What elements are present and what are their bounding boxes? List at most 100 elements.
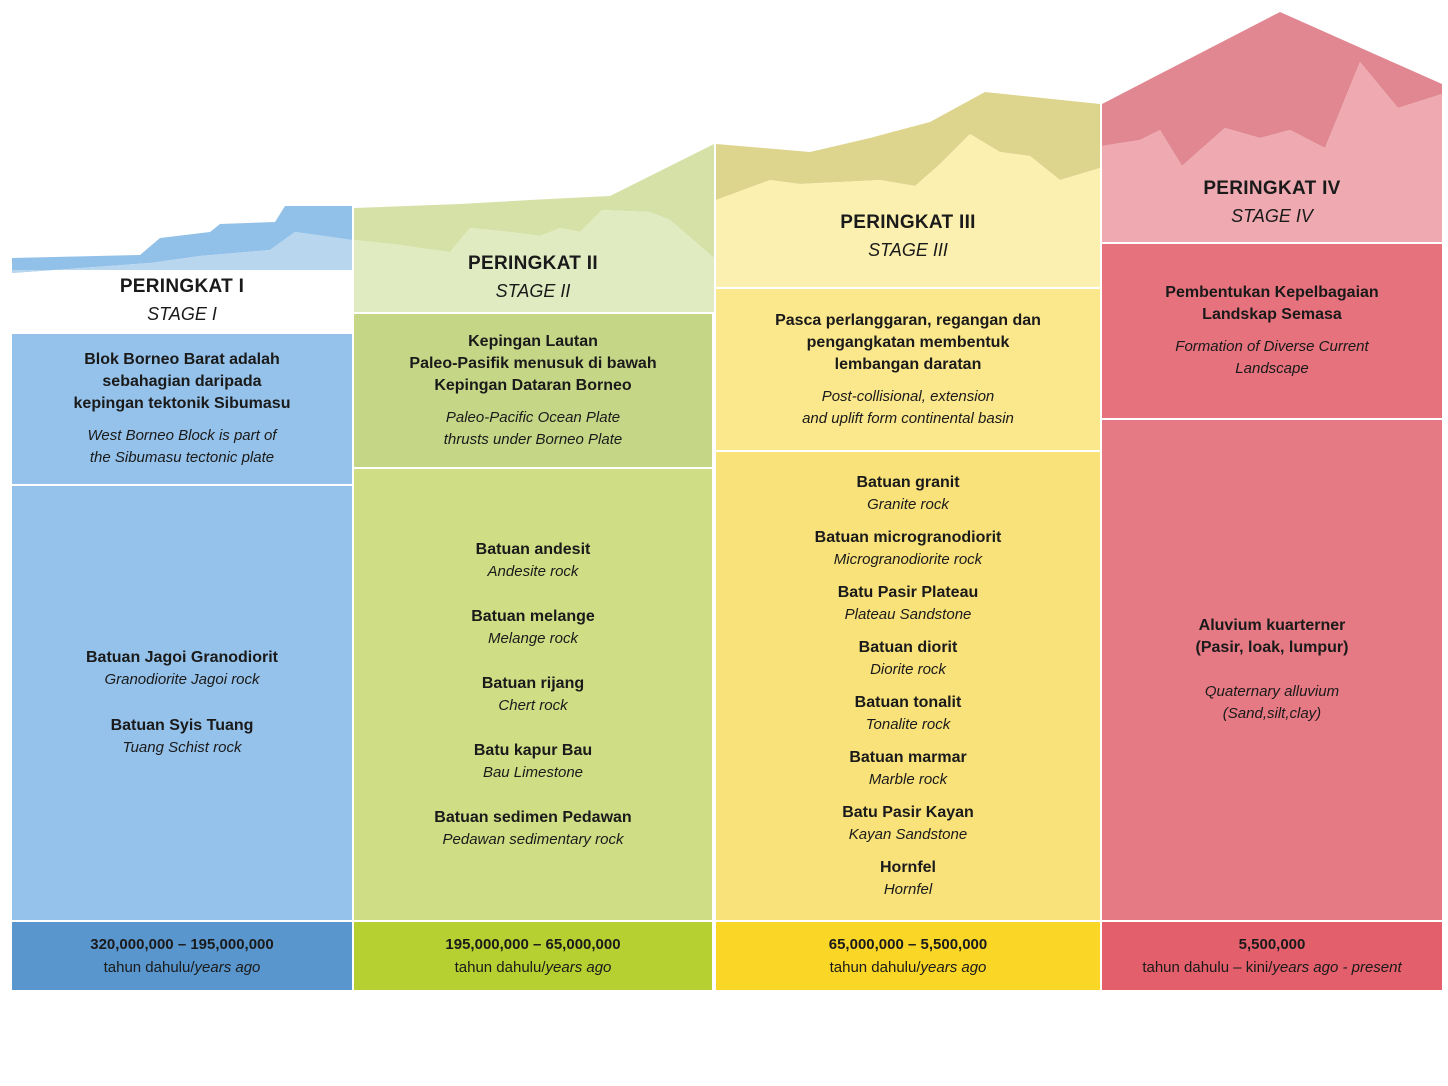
stage-2-peak-light — [354, 210, 714, 312]
stage-2-peak-dark — [354, 144, 714, 258]
stage-4-description-panel: Pembentukan Kepelbagaian Landskap Semasa… — [1102, 244, 1442, 418]
rock-name-en: Kayan Sandstone — [848, 825, 968, 843]
time-unit-en: years ago — [920, 959, 987, 976]
stage-3-title: PERINGKAT III — [840, 211, 976, 233]
stage-4-peak-light — [1102, 62, 1442, 242]
rock-name: Batuan melange — [471, 607, 595, 625]
stage-1-peak-light — [12, 232, 352, 273]
rock-name-en: Quaternary alluvium (Sand,silt,clay) — [1204, 683, 1340, 722]
rock-name: Batuan andesit — [475, 540, 591, 558]
rock-name-en: Pedawan sedimentary rock — [442, 830, 624, 848]
time-unit-ms: tahun dahulu/ — [103, 959, 195, 976]
rock-name: Batuan marmar — [849, 748, 967, 766]
rock-name: Batuan tonalit — [854, 693, 962, 711]
stage-3-header: PERINGKAT III STAGE III — [716, 196, 1100, 276]
rock-name-en: Granite rock — [867, 495, 949, 513]
stage-3-time-panel: 65,000,000 – 5,500,000 tahun dahulu/years… — [716, 922, 1100, 990]
stage-4-header: PERINGKAT IV STAGE IV — [1102, 170, 1442, 234]
stage-3-title-en: STAGE III — [868, 239, 948, 260]
stage-1-title-en: STAGE I — [147, 303, 217, 324]
stage-2-description-en: Paleo-Pacific Ocean Plate thrusts under … — [443, 408, 623, 448]
rock-name-en: Bau Limestone — [482, 763, 584, 781]
rock-name: Batu kapur Bau — [473, 741, 593, 759]
stage-1-peak-dark — [12, 206, 352, 273]
stage-2-title-en: STAGE II — [495, 280, 571, 301]
time-unit-ms: tahun dahulu – kini/ — [1142, 959, 1273, 976]
rock-name-en: Tonalite rock — [865, 715, 951, 733]
stage-3-peak-dark — [716, 92, 1100, 200]
stage-2-time-unit: tahun dahulu/years ago — [455, 956, 612, 979]
time-unit-ms: tahun dahulu/ — [829, 959, 921, 976]
rock-name: Batuan diorit — [858, 638, 958, 656]
stage-4-title-en: STAGE IV — [1231, 205, 1313, 226]
stage-4-time-range: 5,500,000 — [1238, 936, 1306, 953]
stage-2-header: PERINGKAT II STAGE II — [354, 244, 712, 310]
stage-3-description-panel: Pasca perlanggaran, regangan dan pengang… — [716, 289, 1100, 450]
stage-2-time-range: 195,000,000 – 65,000,000 — [445, 936, 621, 953]
stage-3-description: Pasca perlanggaran, regangan dan pengang… — [775, 311, 1041, 373]
rock-name-en: Marble rock — [868, 770, 948, 788]
rock-name: Batu Pasir Plateau — [837, 583, 979, 601]
rock-name-en: Plateau Sandstone — [844, 605, 972, 623]
stage-3-time-range: 65,000,000 – 5,500,000 — [828, 936, 988, 953]
stage-4-time-unit: tahun dahulu – kini/years ago - present — [1142, 956, 1401, 979]
stage-1-header: PERINGKAT I STAGE I — [12, 270, 352, 330]
rock-name-en: Tuang Schist rock — [122, 739, 242, 756]
time-unit-en: years ago — [545, 959, 612, 976]
rock-name-en: Andesite rock — [487, 562, 579, 580]
stage-3-time-unit: tahun dahulu/years ago — [830, 956, 987, 979]
stage-3-description-en: Post-collisional, extension and uplift f… — [802, 387, 1014, 427]
rock-name-en: Diorite rock — [870, 660, 946, 678]
stage-1-time-panel: 320,000,000 – 195,000,000 tahun dahulu/ye… — [12, 922, 352, 990]
stage-1-time-unit: tahun dahulu/years ago — [104, 956, 261, 979]
stage-1-time-range: 320,000,000 – 195,000,000 — [90, 936, 274, 953]
rock-name: Batuan Syis Tuang — [110, 717, 254, 734]
stage-1-description-en: West Borneo Block is part of the Sibumas… — [87, 427, 277, 466]
rock-name: Batuan rijang — [481, 674, 585, 692]
stage-1-description-panel: Blok Borneo Barat adalah sebahagian dari… — [12, 334, 352, 484]
rock-name: Batuan microgranodiorit — [814, 528, 1002, 546]
stage-2-description: Kepingan Lautan Paleo-Pasifik menusuk di… — [409, 332, 657, 394]
stage-4-title: PERINGKAT IV — [1203, 177, 1341, 199]
rock-name-en: Hornfel — [883, 880, 933, 898]
rock-name: Aluvium kuarterner (Pasir, loak, lumpur) — [1195, 617, 1349, 656]
stage-1-description: Blok Borneo Barat adalah sebahagian dari… — [73, 351, 291, 412]
stage-4-description-en: Formation of Diverse Current Landscape — [1175, 338, 1369, 377]
rock-name: Hornfel — [880, 858, 936, 876]
rock-name-en: Granodiorite Jagoi rock — [104, 671, 260, 688]
stage-4-rocks-panel: Aluvium kuarterner (Pasir, loak, lumpur)… — [1102, 420, 1442, 920]
stage-1-title: PERINGKAT I — [119, 275, 245, 297]
stage-4-time-panel: 5,500,000 tahun dahulu – kini/years ago -… — [1102, 922, 1442, 990]
rock-name: Batuan granit — [856, 473, 960, 491]
rock-name: Batuan Jagoi Granodiorit — [85, 649, 278, 666]
time-unit-en: years ago - present — [1272, 959, 1402, 976]
rock-name-en: Microgranodiorite rock — [833, 550, 983, 568]
rock-name: Batu Pasir Kayan — [842, 803, 974, 821]
stage-2-description-panel: Kepingan Lautan Paleo-Pasifik menusuk di… — [354, 314, 712, 467]
stage-4-peak-dark — [1102, 12, 1442, 166]
rock-name: Batuan sedimen Pedawan — [434, 808, 632, 826]
stage-2-title: PERINGKAT II — [468, 252, 598, 274]
rock-name-en: Melange rock — [487, 629, 579, 647]
stage-4-description: Pembentukan Kepelbagaian Landskap Semasa — [1165, 284, 1379, 323]
stage-4-rock-item: Aluvium kuarterner (Pasir, loak, lumpur)… — [1196, 615, 1349, 725]
